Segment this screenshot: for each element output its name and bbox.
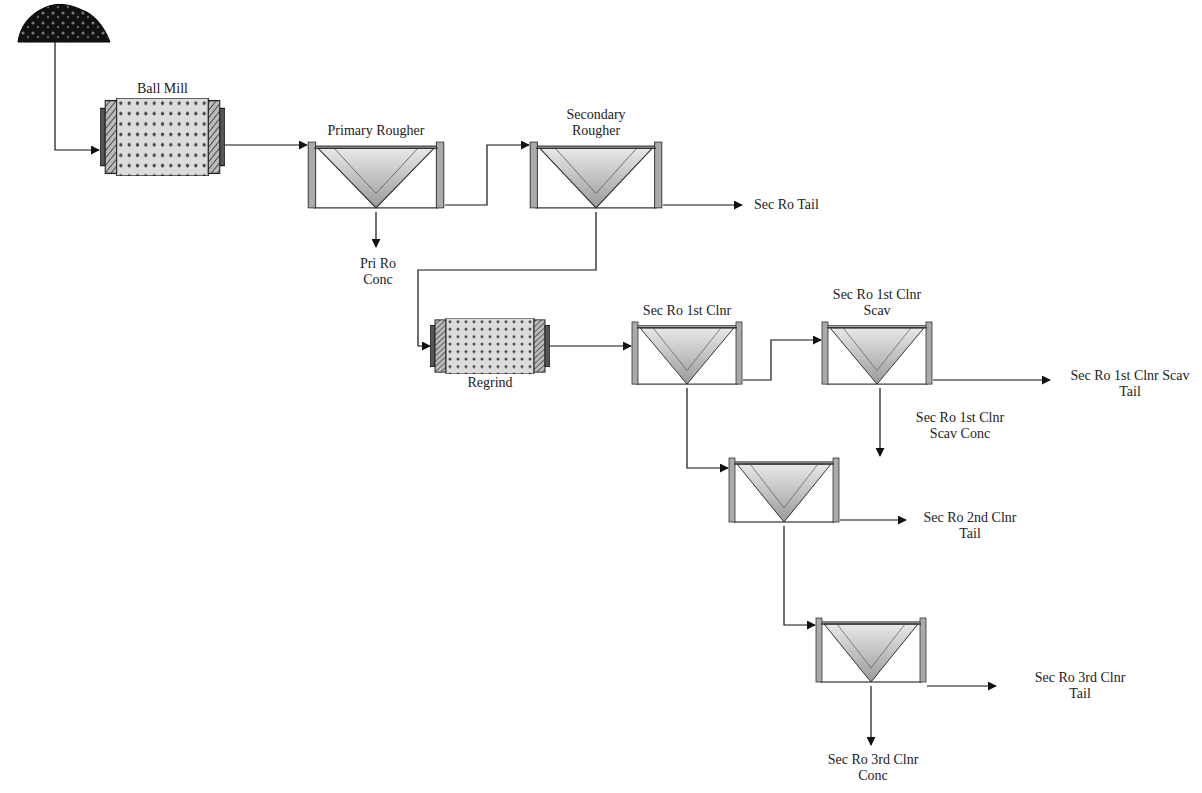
equipment-label: Sec Ro 1st Clnr Scav <box>819 286 935 320</box>
stream-label: Pri Ro Conc <box>346 256 410 288</box>
equipment-label: Primary Rougher <box>307 122 445 140</box>
equipment-label: Secondary Rougher <box>552 106 640 140</box>
stream-label: Sec Ro 1st Clnr Scav Tail <box>1068 368 1192 400</box>
regrind-mill: Regrind <box>430 318 550 392</box>
flotation-cell: Sec Ro 1st Clnr <box>631 302 743 388</box>
flotation-cell: Secondary Rougher <box>529 106 663 212</box>
flotation-cell: Primary Rougher <box>307 122 445 212</box>
regrind-mill-shape <box>430 318 550 374</box>
equipment-label: Regrind <box>430 374 550 392</box>
flotation-cell-shape <box>631 320 743 388</box>
cleaner-cell <box>729 458 839 522</box>
cleaner-cell <box>816 618 926 682</box>
ball-mill-shape <box>100 98 225 176</box>
equipment-label: Sec Ro 1st Clnr <box>631 302 743 320</box>
flotation-cell-shape <box>821 320 933 388</box>
stream-connector <box>225 144 307 145</box>
flotation-cell: Sec Ro 1st Clnr Scav <box>819 286 935 388</box>
ore-pile <box>18 4 110 42</box>
ball-mill: Ball Mill <box>100 80 225 176</box>
stream-connector <box>445 145 529 205</box>
stream-lines <box>55 42 1050 745</box>
flotation-cell-shape <box>529 140 663 212</box>
flotation-cell-shape <box>307 140 445 212</box>
stream-label: Sec Ro Tail <box>752 197 821 213</box>
stream-label: Sec Ro 2nd Clnr Tail <box>913 510 1027 542</box>
stream-label: Sec Ro 3rd Clnr Conc <box>816 752 930 784</box>
stream-label: Sec Ro 3rd Clnr Tail <box>1028 670 1132 702</box>
stream-connector <box>743 340 821 380</box>
stream-label: Sec Ro 1st Clnr Scav Conc <box>908 410 1012 442</box>
equipment-label: Ball Mill <box>100 80 225 98</box>
stream-connector <box>550 345 631 346</box>
